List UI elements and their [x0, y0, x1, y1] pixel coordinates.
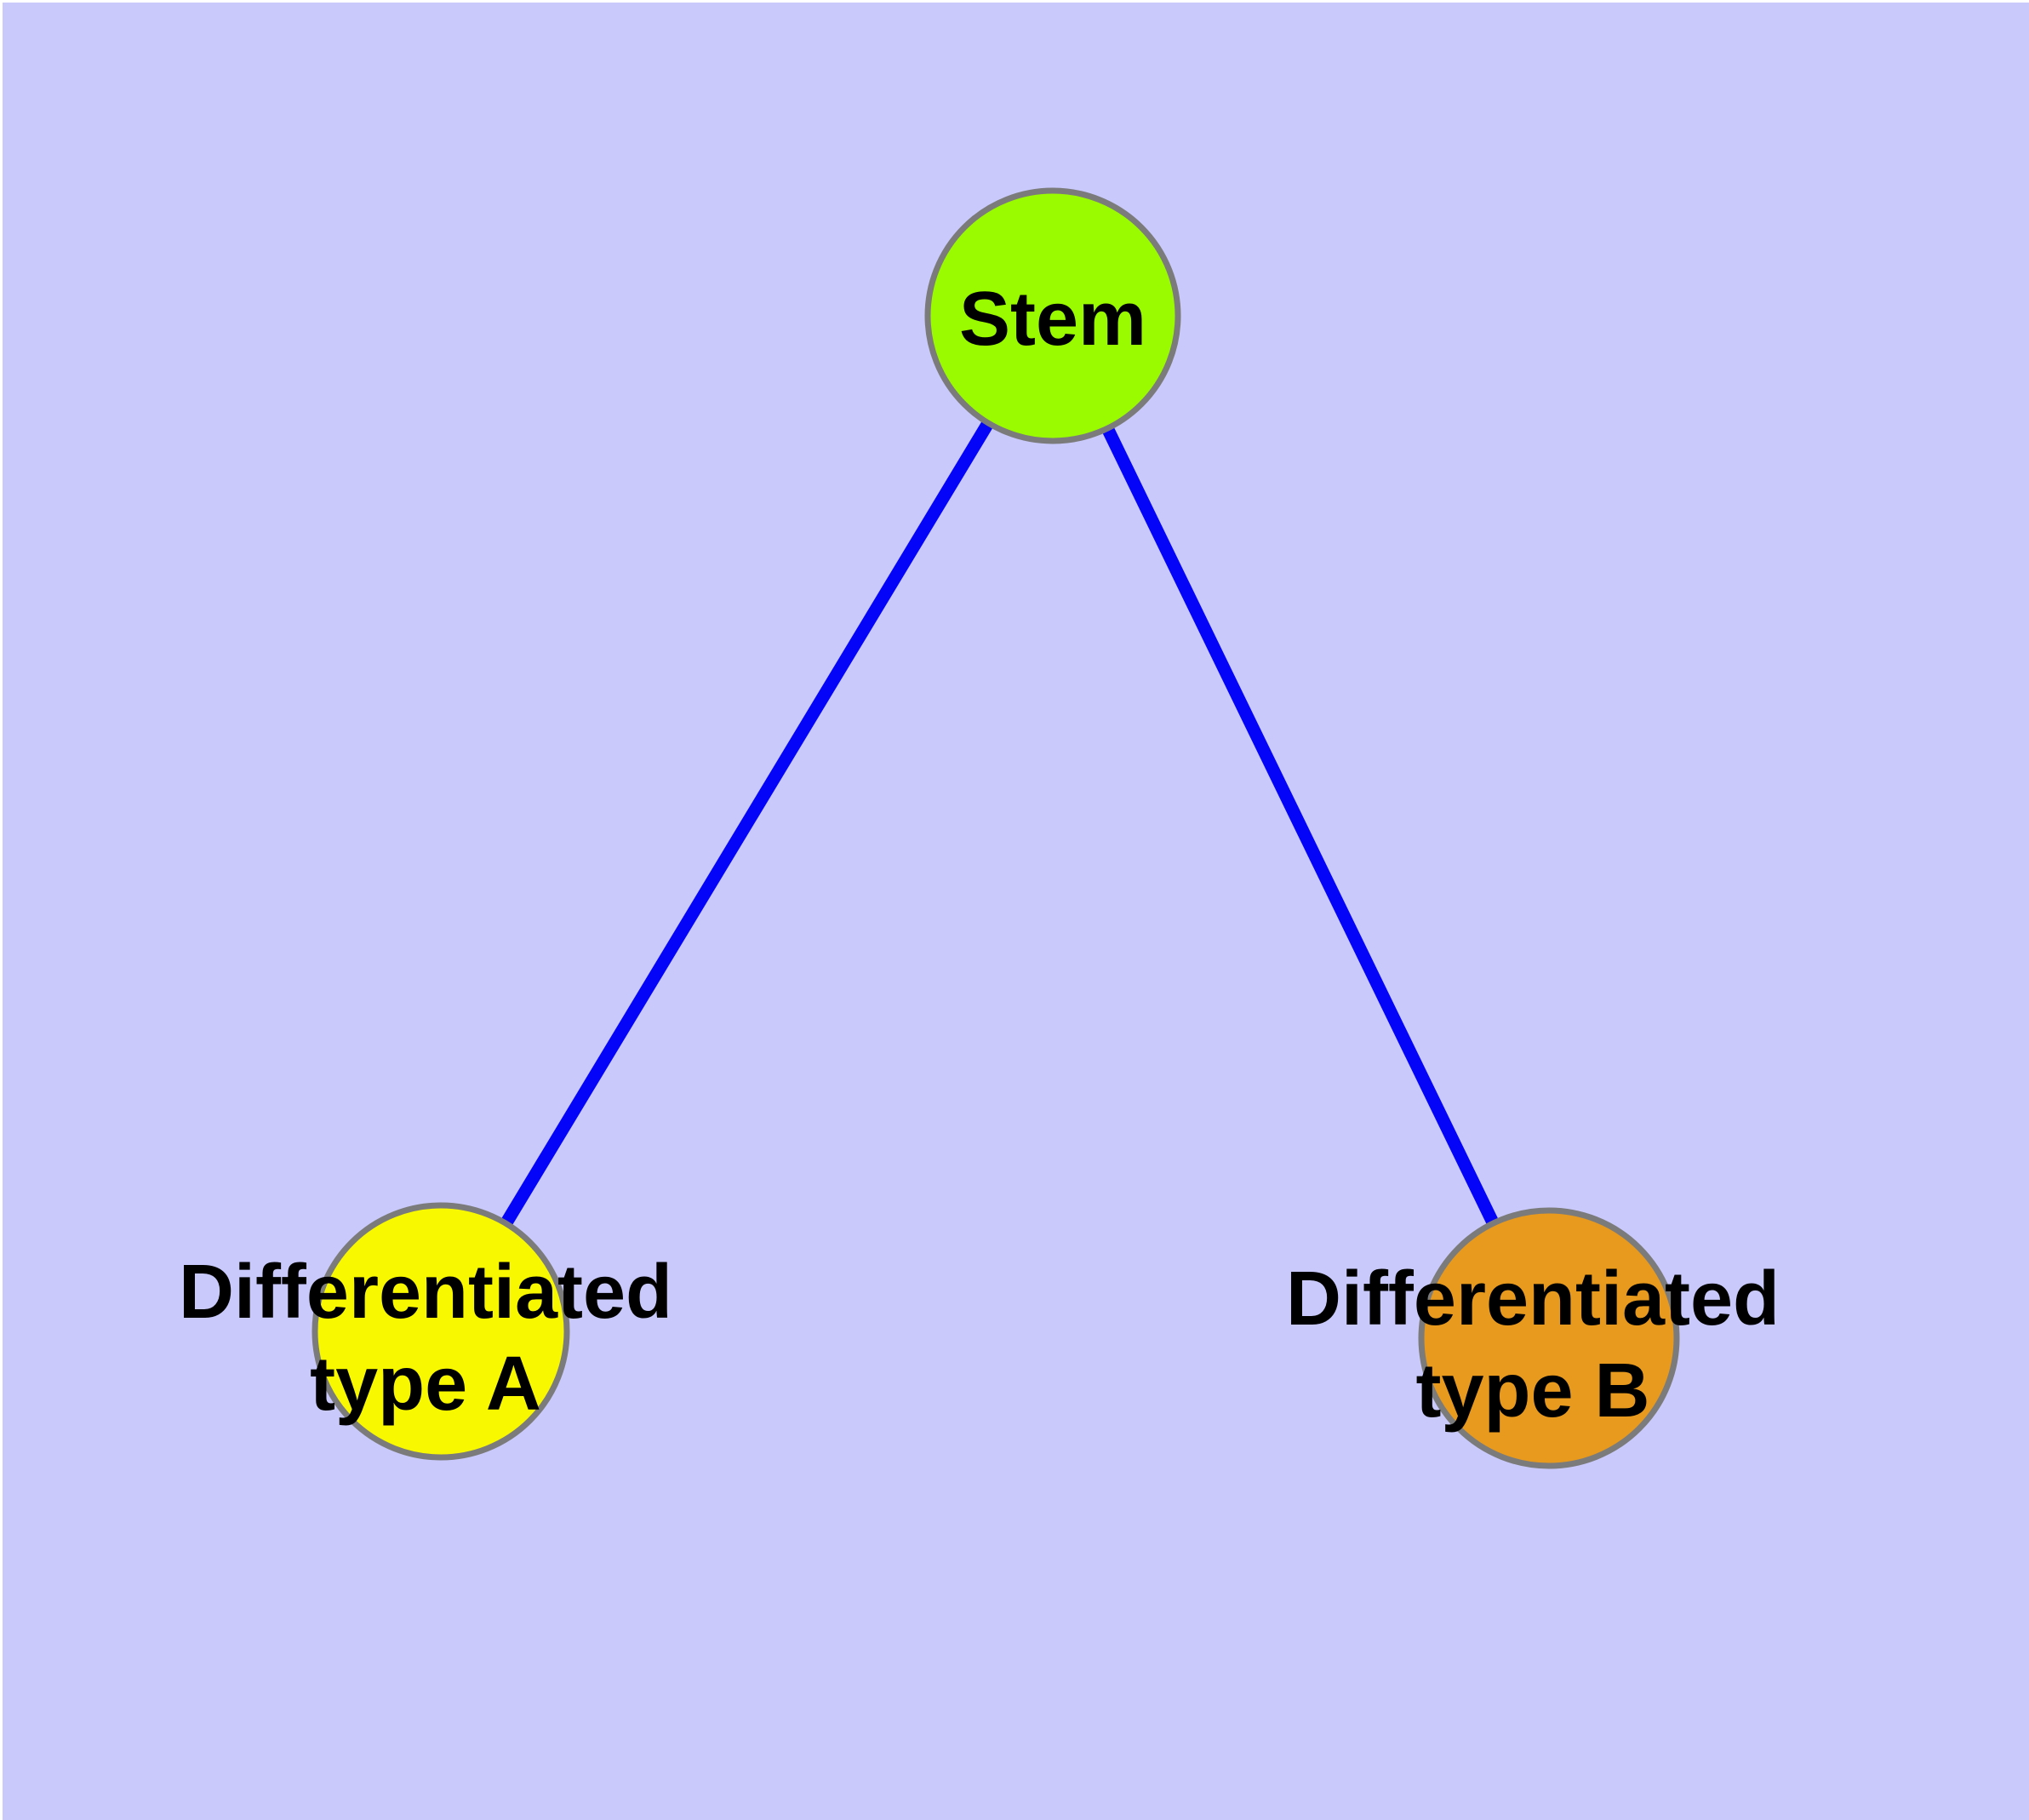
node-diff-a-circle — [311, 1202, 570, 1461]
edge-stem-diff-b — [1047, 312, 1555, 1342]
node-diff-a-label-line: type A — [310, 1342, 541, 1427]
node-diff-b-label-line: type B — [1415, 1348, 1649, 1434]
node-diff-b-circle — [1418, 1207, 1680, 1469]
node-stem-circle — [924, 187, 1181, 444]
edge-stem-diff-a — [435, 312, 1059, 1335]
node-stem-label-line: Stem — [959, 277, 1146, 362]
node-stem-label: Stem — [959, 277, 1146, 362]
node-diff-b-label-line: Differentiated — [1286, 1256, 1780, 1342]
node-diff-a-label-line: Differentiated — [179, 1250, 672, 1335]
